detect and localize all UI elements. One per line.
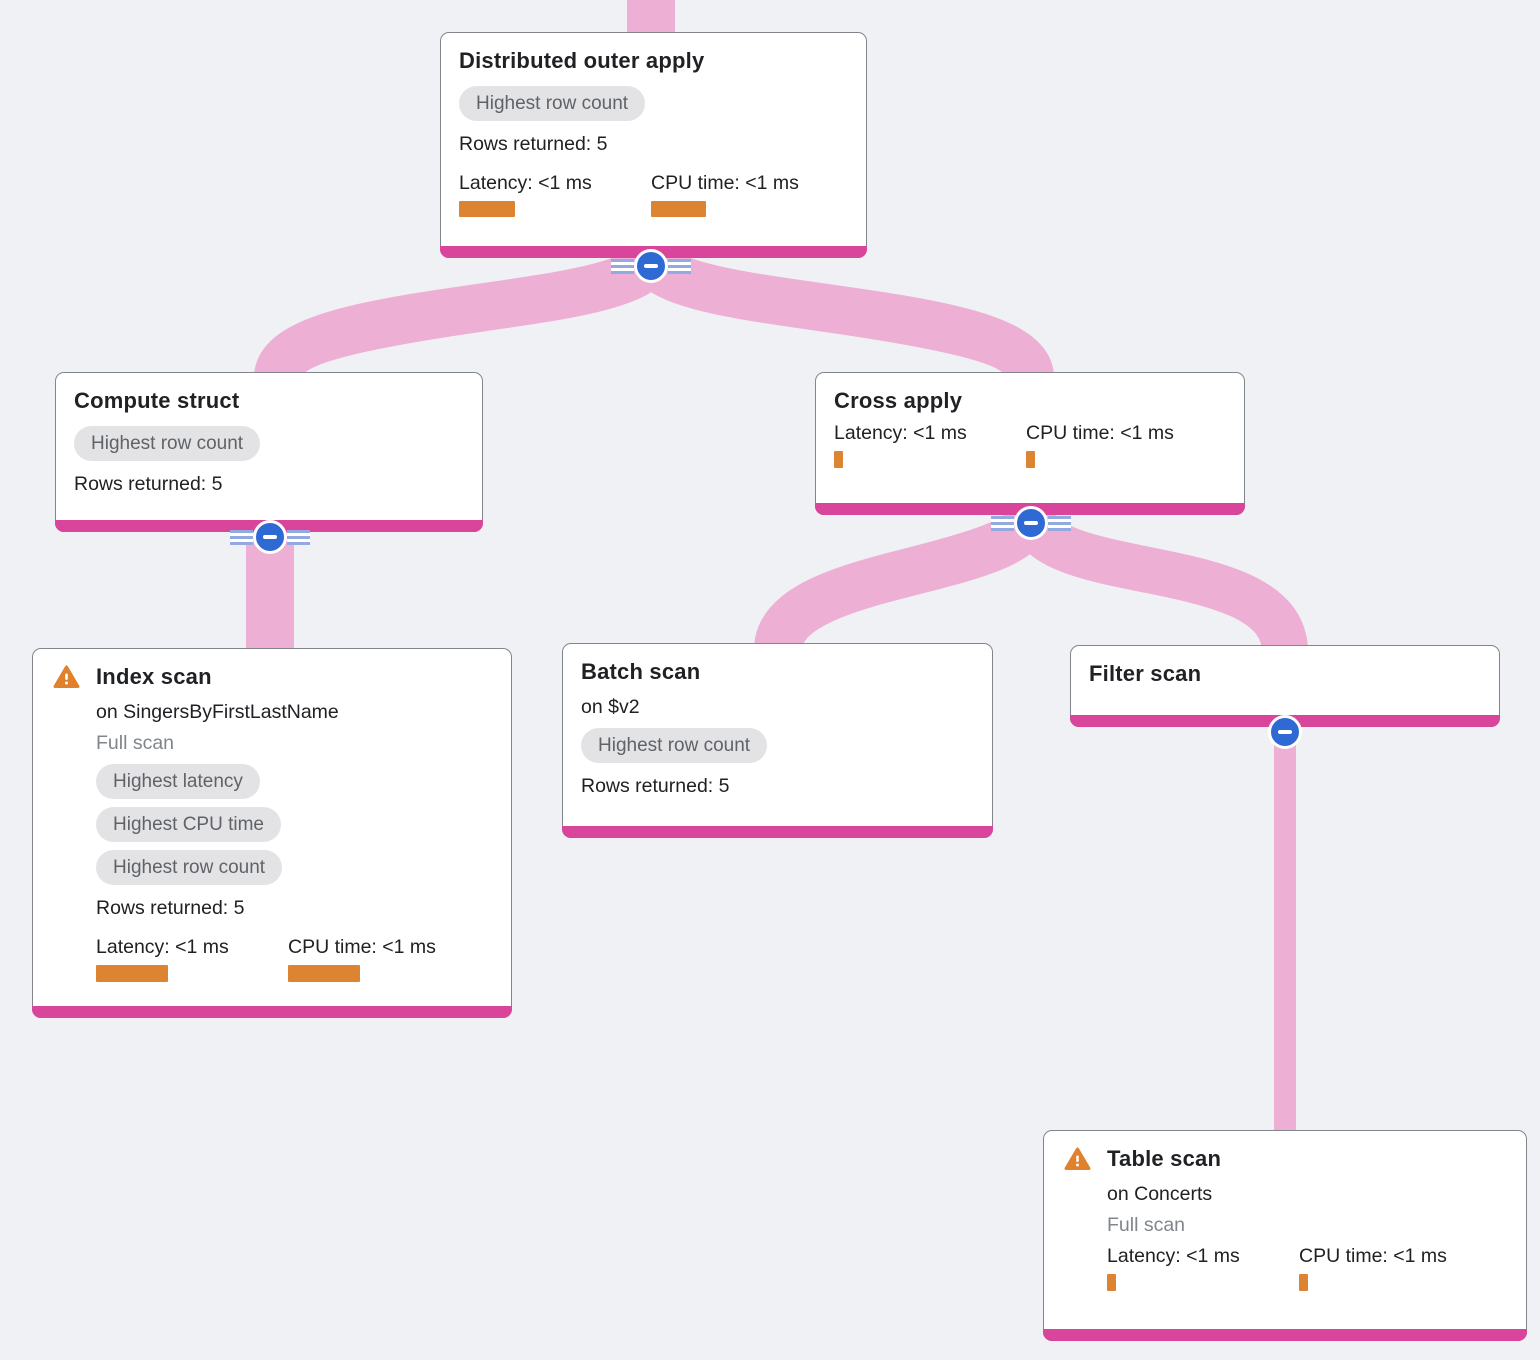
cpu-time-bar [651, 201, 706, 217]
cpu-time-label: CPU time: <1 ms [288, 936, 436, 958]
plan-node-batch-scan[interactable]: Batch scan on $v2 Highest row count Rows… [562, 643, 993, 838]
scan-type-text: Full scan [96, 732, 175, 754]
collapse-button[interactable] [634, 249, 668, 283]
ribbon-distributed-to-cross [627, 245, 1054, 383]
node-bottom-bar [1043, 1329, 1527, 1341]
badge-highest-row-count: Highest row count [459, 86, 646, 121]
latency-bar [834, 451, 843, 468]
badge-highest-row-count: Highest row count [581, 728, 768, 763]
latency-metric: Latency: <1 ms [1107, 1243, 1299, 1291]
scan-type-text: Full scan [1107, 1214, 1186, 1236]
cpu-metric: CPU time: <1 ms [288, 934, 436, 982]
collapse-button[interactable] [1268, 715, 1302, 749]
latency-bar [96, 965, 168, 982]
node-title: Compute struct [74, 388, 240, 413]
node-bottom-bar [32, 1006, 512, 1018]
node-title: Cross apply [834, 388, 963, 413]
node-subtitle: on $v2 [581, 696, 640, 718]
row-stripes-icon [230, 529, 253, 545]
node-title: Table scan [1107, 1146, 1222, 1171]
cpu-time-bar [288, 965, 360, 982]
collapse-control-cross-apply [991, 506, 1071, 540]
rows-returned-text: Rows returned: 5 [96, 897, 245, 919]
badge-highest-cpu-time: Highest CPU time [96, 807, 281, 842]
plan-node-distributed-outer-apply[interactable]: Distributed outer apply Highest row coun… [440, 32, 867, 258]
collapse-control-compute-struct [230, 520, 310, 554]
latency-metric: Latency: <1 ms [834, 420, 1026, 468]
cpu-metric: CPU time: <1 ms [1299, 1243, 1447, 1291]
node-title: Index scan [96, 664, 212, 689]
cpu-time-label: CPU time: <1 ms [1026, 422, 1174, 444]
row-stripes-icon [1048, 515, 1071, 531]
badge-highest-row-count: Highest row count [96, 850, 283, 885]
collapse-button[interactable] [1014, 506, 1048, 540]
cpu-time-label: CPU time: <1 ms [1299, 1245, 1447, 1267]
collapse-control-filter-scan [1268, 715, 1302, 749]
node-title: Distributed outer apply [459, 48, 705, 73]
ribbon-distributed-to-compute [254, 245, 675, 383]
warning-triangle-icon [53, 665, 80, 689]
latency-label: Latency: <1 ms [459, 172, 592, 194]
latency-label: Latency: <1 ms [1107, 1245, 1240, 1267]
warning-triangle-icon [1064, 1147, 1091, 1171]
node-bottom-bar [562, 826, 993, 838]
plan-node-filter-scan[interactable]: Filter scan [1070, 645, 1500, 727]
row-stripes-icon [991, 515, 1014, 531]
cpu-metric: CPU time: <1 ms [651, 170, 799, 217]
latency-label: Latency: <1 ms [96, 936, 229, 958]
latency-bar [459, 201, 515, 217]
plan-node-index-scan[interactable]: Index scan on SingersByFirstLastName Ful… [32, 648, 512, 1018]
row-stripes-icon [611, 258, 634, 274]
latency-metric: Latency: <1 ms [459, 170, 651, 217]
latency-label: Latency: <1 ms [834, 422, 967, 444]
cpu-time-label: CPU time: <1 ms [651, 172, 799, 194]
plan-node-cross-apply[interactable]: Cross apply Latency: <1 ms CPU time: <1 … [815, 372, 1245, 515]
row-stripes-icon [287, 529, 310, 545]
row-stripes-icon [668, 258, 691, 274]
cpu-metric: CPU time: <1 ms [1026, 420, 1174, 468]
latency-bar [1107, 1274, 1116, 1291]
badge-highest-latency: Highest latency [96, 764, 260, 799]
rows-returned-text: Rows returned: 5 [459, 133, 608, 155]
cpu-time-bar [1299, 1274, 1308, 1291]
minus-icon [644, 264, 658, 268]
plan-node-compute-struct[interactable]: Compute struct Highest row count Rows re… [55, 372, 483, 532]
plan-node-table-scan[interactable]: Table scan on Concerts Full scan Latency… [1043, 1130, 1527, 1341]
node-subtitle: on SingersByFirstLastName [96, 701, 339, 723]
node-subtitle: on Concerts [1107, 1183, 1213, 1205]
cpu-time-bar [1026, 451, 1035, 468]
badge-highest-row-count: Highest row count [74, 426, 261, 461]
rows-returned-text: Rows returned: 5 [581, 775, 730, 797]
ribbon-cross-to-filter [1008, 506, 1308, 655]
node-title: Filter scan [1089, 661, 1202, 686]
minus-icon [1024, 521, 1038, 525]
node-title: Batch scan [581, 659, 701, 684]
minus-icon [1278, 730, 1292, 734]
collapse-control-distributed-outer-apply [611, 249, 691, 283]
minus-icon [263, 535, 277, 539]
rows-returned-text: Rows returned: 5 [74, 473, 223, 495]
collapse-button[interactable] [253, 520, 287, 554]
latency-metric: Latency: <1 ms [96, 934, 288, 982]
